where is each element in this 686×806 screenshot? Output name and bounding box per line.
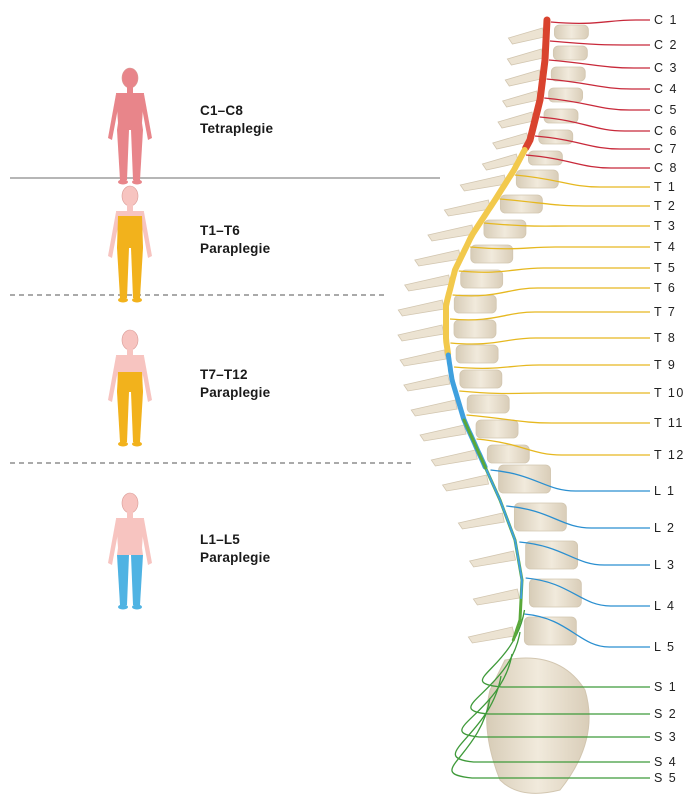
nerve-label-l5: L 5 [654, 640, 675, 654]
vertebra-body [467, 395, 509, 413]
nerve-t8 [450, 338, 650, 344]
nerve-label-c8: C 8 [654, 161, 678, 175]
vertebra-body [499, 465, 551, 493]
nerve-label-l1: L 1 [654, 484, 675, 498]
vertebra-body [476, 420, 518, 438]
nerve-label-t11: T 11 [654, 416, 684, 430]
vertebra-body [544, 109, 578, 123]
injury-condition: Paraplegie [200, 384, 270, 402]
spinous-process [507, 49, 543, 65]
spinous-process [473, 589, 519, 605]
nerve-t10 [459, 391, 650, 394]
vertebra-body [551, 67, 585, 81]
nerve-label-t9: T 9 [654, 358, 676, 372]
nerve-label-c6: C 6 [654, 124, 678, 138]
injury-condition: Paraplegie [200, 549, 270, 567]
injury-label-upper-thoracic: T1–T6 Paraplegie [200, 222, 270, 258]
nerve-label-t12: T 12 [654, 448, 685, 462]
spinous-process [468, 627, 514, 643]
nerve-label-t1: T 1 [654, 180, 676, 194]
injury-range: L1–L5 [200, 531, 270, 549]
nerve-label-c3: C 3 [654, 61, 678, 75]
nerve-label-s1: S 1 [654, 680, 677, 694]
nerve-label-s3: S 3 [654, 730, 677, 744]
vertebra-body [514, 503, 566, 531]
nerve-t9 [454, 365, 650, 368]
vertebrae [398, 25, 589, 793]
nerve-label-t2: T 2 [654, 199, 676, 213]
nerve-labels: C 1 C 2 C 3 C 4 C 5 C 6 C 7 C 8 T 1 T 2 T 3 T 4 T 5 T… [654, 13, 685, 785]
spinous-process [470, 551, 516, 567]
injury-range: T7–T12 [200, 366, 270, 384]
nerve-c2 [550, 41, 650, 45]
spinous-process [505, 70, 541, 86]
spinous-process [443, 475, 489, 491]
injury-range: C1–C8 [200, 102, 273, 120]
spinous-process [508, 28, 544, 44]
spinous-process [503, 91, 539, 107]
injury-label-lumbar: L1–L5 Paraplegie [200, 531, 270, 567]
nerve-label-s4: S 4 [654, 755, 677, 769]
nerve-label-t8: T 8 [654, 331, 676, 345]
vertebra-body [460, 370, 502, 388]
spinous-process [431, 450, 477, 466]
nerve-label-l2: L 2 [654, 521, 675, 535]
nerve-label-t5: T 5 [654, 261, 676, 275]
vertebra-body [549, 88, 583, 102]
vertebra-body [526, 541, 578, 569]
injury-label-cervical: C1–C8 Tetraplegie [200, 102, 273, 138]
spinous-process [420, 425, 466, 441]
vertebra-body [484, 220, 526, 238]
body-figure-lower-thoracic [108, 330, 152, 447]
vertebra-body [554, 25, 588, 39]
vertebra-body [456, 345, 498, 363]
spinous-process [411, 400, 457, 416]
nerve-label-t4: T 4 [654, 240, 676, 254]
nerve-label-s5: S 5 [654, 771, 677, 785]
nerve-c6 [540, 117, 650, 131]
vertebra-body [524, 617, 576, 645]
nerve-label-c2: C 2 [654, 38, 678, 52]
nerve-c4 [547, 79, 650, 89]
nerve-label-s2: S 2 [654, 707, 677, 721]
nerve-label-t6: T 6 [654, 281, 676, 295]
nerve-label-t10: T 10 [654, 386, 685, 400]
spinous-process [458, 513, 504, 529]
vertebra-body [454, 295, 496, 313]
nerve-label-c5: C 5 [654, 103, 678, 117]
nerve-label-c1: C 1 [654, 13, 678, 27]
spinous-process [404, 375, 450, 391]
nerve-label-t3: T 3 [654, 219, 676, 233]
nerve-label-l4: L 4 [654, 599, 675, 613]
vertebra-body [500, 195, 542, 213]
nerve-c1 [551, 20, 650, 23]
spinous-process [415, 250, 461, 266]
sacrum [487, 658, 589, 793]
injury-range: T1–T6 [200, 222, 270, 240]
spinous-process [398, 300, 444, 316]
injury-condition: Paraplegie [200, 240, 270, 258]
nerve-label-c4: C 4 [654, 82, 678, 96]
body-figure-upper-thoracic [108, 186, 152, 303]
body-figure-cervical [108, 68, 152, 185]
body-figures [108, 68, 152, 610]
spinous-process [405, 275, 451, 291]
spinous-process [398, 325, 444, 341]
nerve-label-l3: L 3 [654, 558, 675, 572]
nerve-label-c7: C 7 [654, 142, 678, 156]
spinous-process [498, 112, 534, 128]
vertebra-body [454, 320, 496, 338]
spinous-process [400, 350, 446, 366]
body-figure-lumbar [108, 493, 152, 610]
injury-condition: Tetraplegie [200, 120, 273, 138]
vertebra-body [553, 46, 587, 60]
nerve-c5 [544, 98, 650, 110]
nerve-label-t7: T 7 [654, 305, 676, 319]
vertebra-body [516, 170, 558, 188]
injury-label-lower-thoracic: T7–T12 Paraplegie [200, 366, 270, 402]
